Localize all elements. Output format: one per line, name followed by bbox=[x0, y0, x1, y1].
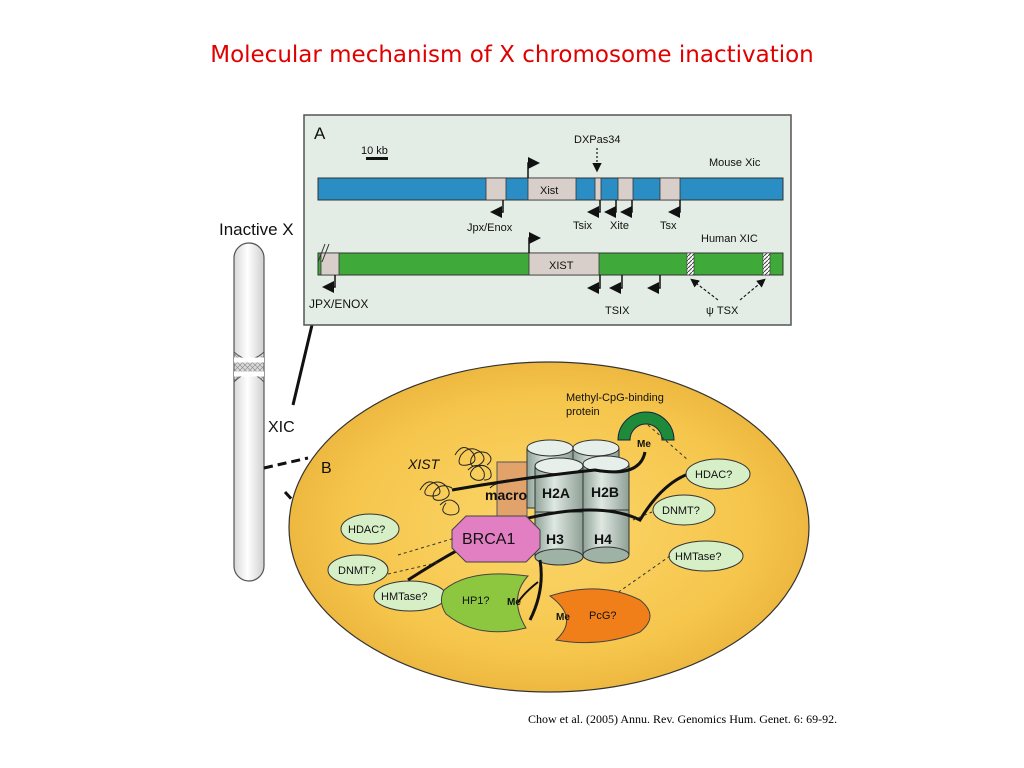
zoom-line-b bbox=[263, 456, 309, 470]
panel-b-letter: B bbox=[321, 460, 332, 477]
human-xist-block bbox=[528, 252, 600, 276]
hp1-label: HP1? bbox=[462, 595, 490, 607]
pcg-shape bbox=[548, 588, 651, 644]
mouse-jpx-block bbox=[485, 177, 507, 201]
mouse-jpx-label: Jpx/Enox bbox=[467, 222, 513, 234]
right-hmtase-label: HMTase? bbox=[675, 551, 721, 563]
left-dnmt-label: DNMT? bbox=[338, 565, 376, 577]
panel-a: A 10 kb DXPas34 Mouse Xic Xist Jpx/Enox … bbox=[303, 114, 792, 326]
left-dnmt-ellipse bbox=[327, 554, 389, 586]
macro-label: macro bbox=[485, 487, 527, 503]
left-hmtase-label: HMTase? bbox=[381, 591, 427, 603]
h2b-label: H2B bbox=[591, 484, 619, 500]
methyl-cpg-label: Methyl-CpG-binding protein bbox=[566, 392, 667, 418]
inactive-x-label: Inactive X bbox=[219, 220, 294, 239]
h4-cylinder bbox=[582, 507, 630, 564]
panel-a-letter: A bbox=[314, 124, 326, 143]
left-hdac-label: HDAC? bbox=[348, 524, 385, 536]
mouse-tsx-block bbox=[659, 177, 681, 201]
histone-octamer: H2A H2B H3 H4 bbox=[526, 439, 630, 566]
right-hmtase-ellipse bbox=[668, 540, 744, 572]
macro-h2a-tile bbox=[496, 461, 528, 517]
mouse-xist-label: Xist bbox=[540, 185, 558, 197]
brca1-label: BRCA1 bbox=[462, 531, 515, 548]
h3-label: H3 bbox=[546, 531, 564, 547]
pcg-label: PcG? bbox=[589, 610, 617, 622]
right-hdac-ellipse bbox=[685, 458, 751, 490]
human-tsix-label: TSIX bbox=[605, 305, 630, 317]
slide-title: Molecular mechanism of X chromosome inac… bbox=[210, 42, 814, 68]
zoom-line-a bbox=[291, 324, 314, 406]
human-psi-tsx-label: ψ TSX bbox=[706, 305, 739, 317]
right-dnmt-ellipse bbox=[652, 494, 716, 526]
h2b-cylinder bbox=[582, 455, 630, 511]
hp1-me-label: Me bbox=[507, 597, 521, 608]
h4-label: H4 bbox=[594, 531, 612, 547]
left-hdac-ellipse bbox=[340, 513, 400, 545]
mouse-tsix-label: Tsix bbox=[573, 220, 592, 232]
human-xist-label: XIST bbox=[549, 260, 574, 272]
dxpas34-label: DXPas34 bbox=[574, 134, 620, 146]
scale-bar-label: 10 kb bbox=[361, 145, 388, 157]
human-xic-label: Human XIC bbox=[701, 233, 758, 245]
human-jpx-label: JPX/ENOX bbox=[309, 297, 368, 311]
citation: Chow et al. (2005) Annu. Rev. Genomics H… bbox=[528, 712, 838, 726]
mouse-tsx-label: Tsx bbox=[660, 220, 677, 232]
right-hdac-label: HDAC? bbox=[695, 469, 732, 481]
pcg-me-label: Me bbox=[556, 612, 570, 623]
methyl-cpg-binding-protein bbox=[617, 411, 675, 441]
xist-rna-coil bbox=[419, 447, 506, 516]
mouse-xic-label: Mouse Xic bbox=[709, 157, 761, 169]
panel-b: B Methyl-CpG-binding protein Me XIST bbox=[288, 361, 810, 693]
mouse-xite-block bbox=[617, 177, 634, 201]
inactive-x-chromosome: Inactive X XIC bbox=[219, 220, 314, 582]
mouse-xist-block bbox=[527, 177, 577, 201]
xist-rna-label: XIST bbox=[407, 456, 441, 472]
right-dnmt-label: DNMT? bbox=[662, 505, 700, 517]
h3-cylinder bbox=[534, 509, 584, 566]
brca1-octagon bbox=[451, 515, 541, 563]
chromosome-body bbox=[233, 242, 265, 582]
hp1-shape bbox=[440, 573, 530, 633]
xic-region-label: XIC bbox=[268, 419, 295, 436]
methyl-cpg-me-label: Me bbox=[637, 439, 651, 450]
methyl-cpg-line2: protein bbox=[566, 406, 600, 418]
mouse-xite-label: Xite bbox=[610, 220, 629, 232]
human-jpx-block bbox=[320, 252, 340, 276]
methyl-cpg-line1: Methyl-CpG-binding bbox=[566, 392, 664, 404]
panel-a-frame bbox=[303, 114, 792, 326]
h2a-label: H2A bbox=[542, 485, 570, 501]
scale-bar bbox=[366, 157, 388, 160]
